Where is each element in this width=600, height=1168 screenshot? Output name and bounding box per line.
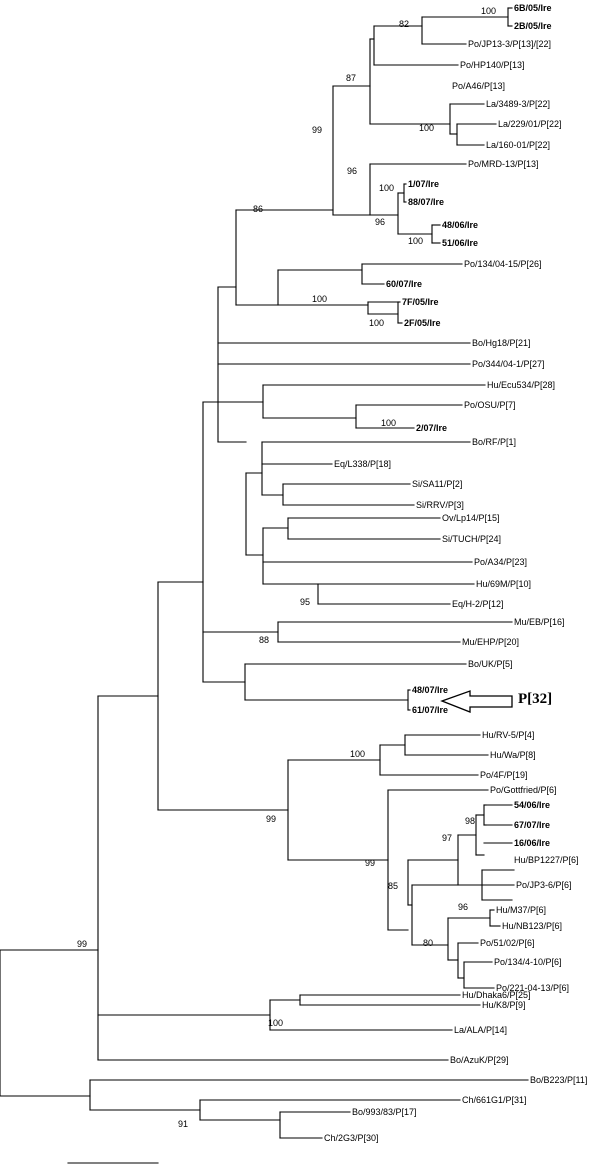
arrow-left-icon — [440, 690, 513, 713]
bootstrap-value: 96 — [347, 166, 357, 176]
leaf-label: 2B/05/Ire — [514, 21, 552, 31]
leaf-label: Ov/Lp14/P[15] — [442, 513, 500, 523]
leaf-label: Hu/NB123/P[6] — [502, 921, 562, 931]
bootstrap-value: 96 — [375, 217, 385, 227]
bootstrap-value: 100 — [381, 418, 396, 428]
bootstrap-value: 99 — [312, 125, 322, 135]
leaf-label: 16/06/Ire — [514, 838, 550, 848]
bootstrap-value: 99 — [77, 939, 87, 949]
leaf-label: Po/JP13-3/P[13]/[22] — [468, 39, 551, 49]
leaf-label: Hu/Wa/P[8] — [490, 750, 536, 760]
leaf-label: Po/JP3-6/P[6] — [516, 880, 572, 890]
leaf-label: 67/07/Ire — [514, 820, 550, 830]
leaf-label: 48/07/Ire — [412, 685, 448, 695]
bootstrap-value: 100 — [350, 749, 365, 759]
leaf-label: Bo/UK/P[5] — [468, 659, 513, 669]
leaf-label: Bo/Hg18/P[21] — [472, 338, 531, 348]
leaf-label: Po/134/4-10/P[6] — [494, 957, 562, 967]
leaf-label: 2F/05/Ire — [404, 318, 441, 328]
leaf-label: Po/344/04-1/P[27] — [472, 359, 545, 369]
leaf-label: 6B/05/Ire — [514, 3, 552, 13]
leaf-label: 88/07/Ire — [408, 197, 444, 207]
leaf-label: Mu/EB/P[16] — [514, 617, 565, 627]
bootstrap-value: 100 — [369, 318, 384, 328]
leaf-label: Hu/69M/P[10] — [476, 579, 531, 589]
tree-branches — [0, 7, 529, 1139]
bootstrap-value: 86 — [253, 204, 263, 214]
leaf-label: Po/Gottfried/P[6] — [490, 785, 557, 795]
leaf-label: Bo/RF/P[1] — [472, 437, 516, 447]
bootstrap-value: 95 — [300, 597, 310, 607]
bootstrap-value: 100 — [481, 6, 496, 16]
bootstrap-value: 100 — [312, 294, 327, 304]
bootstrap-values: 100 82 87 100 99 100 96 96 100 86 100 10… — [77, 6, 496, 1129]
leaf-label: 7F/05/Ire — [402, 297, 439, 307]
bootstrap-value: 99 — [365, 858, 375, 868]
leaf-label: Po/A34/P[23] — [474, 557, 527, 567]
leaf-label: Po/51/02/P[6] — [480, 938, 535, 948]
bootstrap-value: 82 — [399, 19, 409, 29]
leaf-label: 60/07/Ire — [386, 279, 422, 289]
bootstrap-value: 100 — [419, 123, 434, 133]
leaf-label: 51/06/Ire — [442, 238, 478, 248]
leaf-label: La/229/01/P[22] — [498, 119, 562, 129]
leaf-label: La/3489-3/P[22] — [486, 99, 550, 109]
leaf-label: Hu/K8/P[9] — [482, 1000, 526, 1010]
leaf-label: Po/221-04-13/P[6] — [496, 983, 569, 993]
leaf-label: La/160-01/P[22] — [486, 140, 550, 150]
leaf-label: Eq/H-2/P[12] — [452, 599, 504, 609]
leaf-label: 1/07/Ire — [408, 179, 439, 189]
bootstrap-value: 85 — [388, 881, 398, 891]
leaf-label: Si/RRV/P[3] — [416, 500, 464, 510]
leaf-label: Hu/Ecu534/P[28] — [487, 380, 555, 390]
leaf-label: Si/TUCH/P[24] — [442, 534, 501, 544]
leaf-label: Bo/993/83/P[17] — [352, 1107, 417, 1117]
leaf-label: Hu/M37/P[6] — [496, 905, 546, 915]
leaf-label: 2/07/Ire — [416, 423, 447, 433]
leaf-label: Ch/661G1/P[31] — [462, 1095, 527, 1105]
p32-annotation: P[32] — [440, 690, 552, 713]
bootstrap-value: 99 — [266, 814, 276, 824]
leaf-label: Po/A46/P[13] — [452, 81, 505, 91]
bootstrap-value: 87 — [346, 73, 356, 83]
leaf-label: Mu/EHP/P[20] — [462, 637, 519, 647]
leaf-label: Po/HP140/P[13] — [460, 60, 525, 70]
bootstrap-value: 88 — [259, 635, 269, 645]
leaf-label: Bo/AzuK/P[29] — [450, 1055, 509, 1065]
leaf-label: Po/4F/P[19] — [480, 770, 528, 780]
leaf-label: Hu/RV-5/P[4] — [482, 730, 534, 740]
bootstrap-value: 100 — [268, 1018, 283, 1028]
leaf-label: Eq/L338/P[18] — [334, 459, 391, 469]
bootstrap-value: 100 — [379, 183, 394, 193]
leaf-label: Hu/Dhaka6/P[25] — [462, 990, 531, 1000]
leaf-label: Ch/2G3/P[30] — [324, 1133, 379, 1143]
leaf-label: Po/MRD-13/P[13] — [468, 159, 539, 169]
bootstrap-value: 97 — [442, 833, 452, 843]
leaf-label: Bo/B223/P[11] — [530, 1075, 587, 1085]
leaf-label: Po/OSU/P[7] — [464, 400, 516, 410]
bootstrap-value: 96 — [458, 902, 468, 912]
leaf-label: La/ALA/P[14] — [454, 1025, 507, 1035]
leaf-label: 54/06/Ire — [514, 800, 550, 810]
leaf-label: Si/SA11/P[2] — [412, 479, 462, 489]
genotype-label: P[32] — [518, 691, 552, 707]
bootstrap-value: 100 — [408, 236, 423, 246]
leaf-label: 48/06/Ire — [442, 220, 478, 230]
leaf-label: Po/134/04-15/P[26] — [464, 259, 542, 269]
leaf-label: Hu/BP1227/P[6] — [514, 855, 579, 865]
bootstrap-value: 91 — [178, 1119, 188, 1129]
leaf-labels: 6B/05/Ire 2B/05/Ire Po/JP13-3/P[13]/[22]… — [324, 3, 587, 1143]
bootstrap-value: 98 — [465, 816, 475, 826]
leaf-label: 61/07/Ire — [412, 705, 448, 715]
bootstrap-value: 80 — [423, 938, 433, 948]
